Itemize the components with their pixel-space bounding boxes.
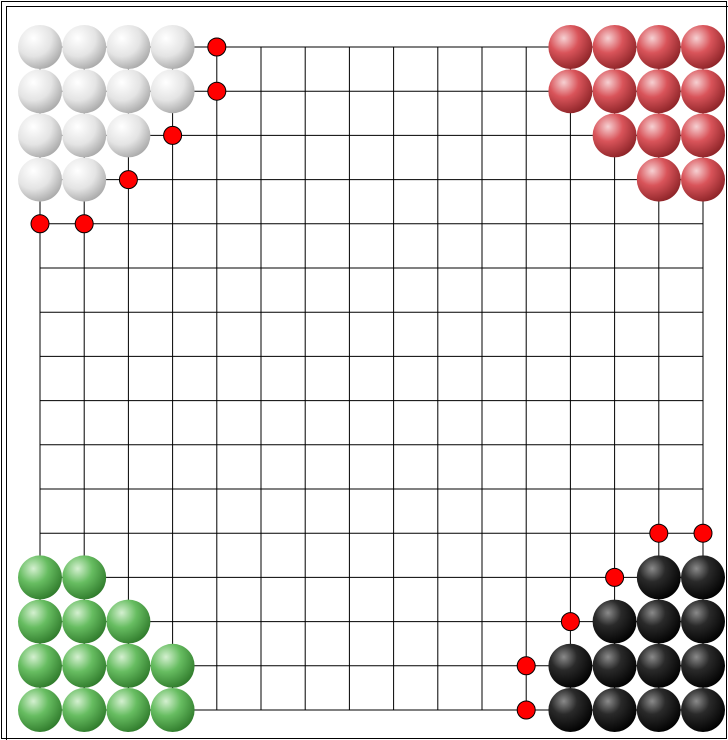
white-piece[interactable] <box>106 69 150 113</box>
black-piece[interactable] <box>593 644 637 688</box>
move-target-marker[interactable] <box>208 38 226 56</box>
red-piece[interactable] <box>593 113 637 157</box>
move-target-marker[interactable] <box>561 613 579 631</box>
green-piece[interactable] <box>62 555 106 599</box>
green-piece[interactable] <box>62 600 106 644</box>
green-piece[interactable] <box>151 644 195 688</box>
red-piece[interactable] <box>593 69 637 113</box>
green-piece[interactable] <box>62 688 106 732</box>
black-piece[interactable] <box>681 688 725 732</box>
white-piece[interactable] <box>62 69 106 113</box>
red-piece[interactable] <box>593 25 637 69</box>
white-piece[interactable] <box>106 25 150 69</box>
black-piece[interactable] <box>637 600 681 644</box>
move-target-marker[interactable] <box>606 568 624 586</box>
green-piece[interactable] <box>18 644 62 688</box>
black-piece[interactable] <box>681 555 725 599</box>
white-piece[interactable] <box>62 25 106 69</box>
black-piece[interactable] <box>637 555 681 599</box>
white-piece[interactable] <box>18 25 62 69</box>
green-piece[interactable] <box>106 600 150 644</box>
black-piece[interactable] <box>593 600 637 644</box>
white-piece[interactable] <box>106 113 150 157</box>
red-piece[interactable] <box>637 113 681 157</box>
black-piece[interactable] <box>681 644 725 688</box>
red-piece[interactable] <box>548 25 592 69</box>
white-piece[interactable] <box>62 158 106 202</box>
move-target-marker[interactable] <box>694 524 712 542</box>
white-piece[interactable] <box>18 69 62 113</box>
red-piece[interactable] <box>681 158 725 202</box>
red-piece[interactable] <box>637 158 681 202</box>
move-target-marker[interactable] <box>517 657 535 675</box>
red-piece[interactable] <box>681 69 725 113</box>
white-piece[interactable] <box>151 69 195 113</box>
red-piece[interactable] <box>637 69 681 113</box>
pieces[interactable] <box>18 25 725 732</box>
move-target-marker[interactable] <box>119 171 137 189</box>
move-target-marker[interactable] <box>164 126 182 144</box>
green-piece[interactable] <box>106 688 150 732</box>
green-piece[interactable] <box>18 600 62 644</box>
black-piece[interactable] <box>681 600 725 644</box>
red-piece[interactable] <box>681 25 725 69</box>
green-piece[interactable] <box>18 688 62 732</box>
black-piece[interactable] <box>637 688 681 732</box>
green-piece[interactable] <box>18 555 62 599</box>
red-piece[interactable] <box>681 113 725 157</box>
move-target-marker[interactable] <box>650 524 668 542</box>
red-piece[interactable] <box>548 69 592 113</box>
red-piece[interactable] <box>637 25 681 69</box>
black-piece[interactable] <box>593 688 637 732</box>
black-piece[interactable] <box>637 644 681 688</box>
white-piece[interactable] <box>18 158 62 202</box>
move-target-marker[interactable] <box>75 215 93 233</box>
white-piece[interactable] <box>62 113 106 157</box>
black-piece[interactable] <box>548 644 592 688</box>
green-piece[interactable] <box>151 688 195 732</box>
move-target-marker[interactable] <box>31 215 49 233</box>
white-piece[interactable] <box>18 113 62 157</box>
black-piece[interactable] <box>548 688 592 732</box>
white-piece[interactable] <box>151 25 195 69</box>
green-piece[interactable] <box>62 644 106 688</box>
move-target-marker[interactable] <box>517 701 535 719</box>
move-target-marker[interactable] <box>208 82 226 100</box>
green-piece[interactable] <box>106 644 150 688</box>
